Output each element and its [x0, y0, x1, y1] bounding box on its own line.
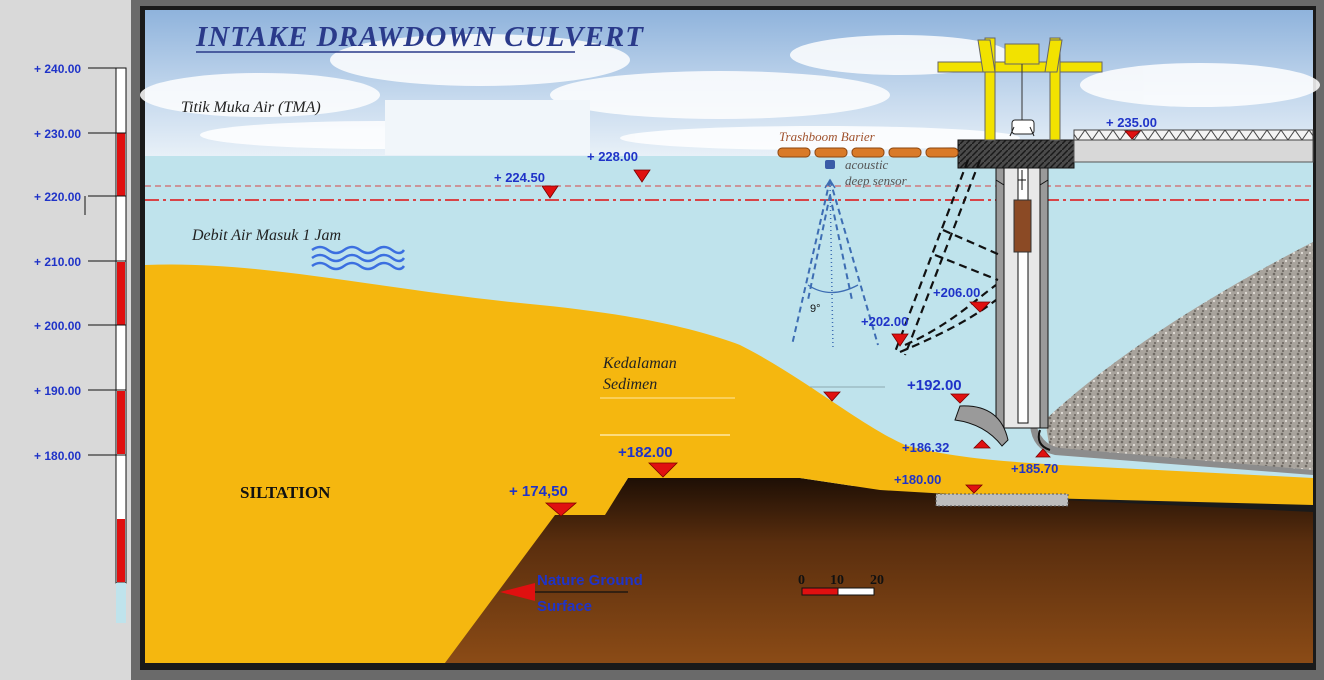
trashboom-floats: [777, 147, 959, 158]
map-scale-label: 10: [830, 573, 844, 588]
elevation-ruler: + 240.00 + 230.00 + 220.00 + 210.00 + 20…: [34, 62, 127, 623]
elevation-label: +180.00: [894, 472, 941, 487]
acoustic-label-2: deep sensor: [845, 173, 908, 188]
nature-ground-label: Nature Ground: [537, 572, 643, 589]
elevation-label: + 235.00: [1106, 115, 1157, 130]
sediment-layer: [145, 264, 1313, 663]
ruler-label: + 220.00: [34, 190, 81, 204]
siltation-label: SILTATION: [240, 483, 331, 502]
surface-label: Surface: [537, 598, 592, 615]
elevation-label: +185.70: [1011, 461, 1058, 476]
ruler-label: + 180.00: [34, 449, 81, 463]
elevation-label: +192.00: [907, 377, 962, 394]
ruler-label: + 200.00: [34, 319, 81, 333]
dam-embankment: [1045, 242, 1313, 470]
map-scale-label: 20: [870, 573, 884, 588]
elevation-label: + 224.50: [494, 170, 545, 185]
elevation-label: +206.00: [933, 285, 980, 300]
kedalaman-label: Kedalaman: [602, 355, 677, 372]
elevation-label: +202.00: [861, 314, 908, 329]
ruler-label: + 240.00: [34, 62, 81, 76]
ruler-label: + 230.00: [34, 127, 81, 141]
gantry-crane: [937, 37, 1103, 141]
map-scale-label: 0: [798, 573, 805, 588]
elevation-label: +186.32: [902, 440, 949, 455]
nature-ground: [445, 478, 1313, 663]
map-scale-bar: [801, 587, 875, 596]
water-wave-icon: [311, 245, 406, 271]
elevation-label: + 174,50: [509, 483, 568, 500]
diagram-title: INTAKE DRAWDOWN CULVERT: [195, 21, 644, 53]
elevation-label: +182.00: [618, 444, 673, 461]
scene: [140, 10, 1320, 663]
sonar-angle-label: 9°: [810, 303, 821, 315]
elevation-markers: [541, 130, 1141, 517]
ruler-label: + 210.00: [34, 255, 81, 269]
nature-ground-arrow: [500, 583, 628, 601]
tma-label: Titik Muka Air (TMA): [181, 99, 321, 116]
sedimen-label: Sedimen: [603, 376, 657, 393]
ruler-label: + 190.00: [34, 384, 81, 398]
acoustic-sensor-icon: [825, 160, 835, 169]
elevation-label: + 228.00: [587, 149, 638, 164]
debit-label: Debit Air Masuk 1 Jam: [191, 227, 341, 244]
acoustic-label: acoustic: [845, 157, 889, 172]
trashboom-label: Trashboom Barier: [779, 129, 876, 144]
sonar-cone: [791, 179, 879, 346]
